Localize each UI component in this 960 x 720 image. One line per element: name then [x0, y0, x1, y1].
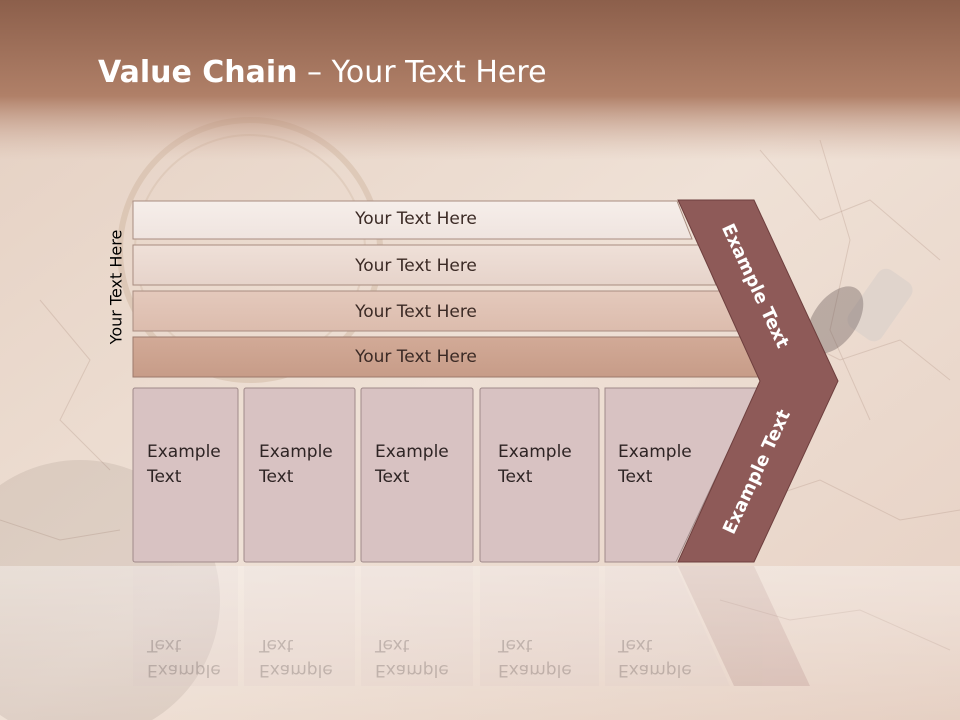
box-2-reflection-line1: Example	[259, 660, 333, 680]
box-3-line1: Example	[375, 442, 449, 462]
box-4-reflection-line1: Example	[498, 660, 572, 680]
box-5-reflection-line2: Text	[618, 635, 653, 655]
side-label[interactable]: Your Text Here	[106, 229, 126, 345]
box-2-reflection: Example Text	[259, 632, 333, 682]
box-1[interactable]: Example Text	[147, 440, 221, 490]
box-1-reflection: Example Text	[147, 632, 221, 682]
box-1-reflection-line2: Text	[147, 635, 182, 655]
page-title: Value Chain – Your Text Here	[98, 55, 547, 90]
box-4[interactable]: Example Text	[498, 440, 572, 490]
box-5-line1: Example	[618, 442, 692, 462]
box-5-line2: Text	[618, 467, 653, 487]
box-1-reflection-line1: Example	[147, 660, 221, 680]
box-2[interactable]: Example Text	[259, 440, 333, 490]
box-2-line2: Text	[259, 467, 294, 487]
box-2-reflection-line2: Text	[259, 635, 294, 655]
box-3-line2: Text	[375, 467, 410, 487]
box-5[interactable]: Example Text	[618, 440, 692, 490]
box-5-reflection-line1: Example	[618, 660, 692, 680]
row-label-1[interactable]: Your Text Here	[355, 209, 477, 229]
box-3-reflection-line1: Example	[375, 660, 449, 680]
box-2-line1: Example	[259, 442, 333, 462]
box-4-reflection: Example Text	[498, 632, 572, 682]
row-label-4[interactable]: Your Text Here	[355, 347, 477, 367]
box-5-reflection: Example Text	[618, 632, 692, 682]
box-3-reflection-line2: Text	[375, 635, 410, 655]
box-1-line2: Text	[147, 467, 182, 487]
box-4-reflection-line2: Text	[498, 635, 533, 655]
title-rest: – Your Text Here	[297, 55, 547, 90]
box-3-reflection: Example Text	[375, 632, 449, 682]
title-bold: Value Chain	[98, 55, 298, 90]
box-4-line1: Example	[498, 442, 572, 462]
box-1-line1: Example	[147, 442, 221, 462]
box-3[interactable]: Example Text	[375, 440, 449, 490]
row-label-2[interactable]: Your Text Here	[355, 256, 477, 276]
row-label-3[interactable]: Your Text Here	[355, 302, 477, 322]
box-4-line2: Text	[498, 467, 533, 487]
